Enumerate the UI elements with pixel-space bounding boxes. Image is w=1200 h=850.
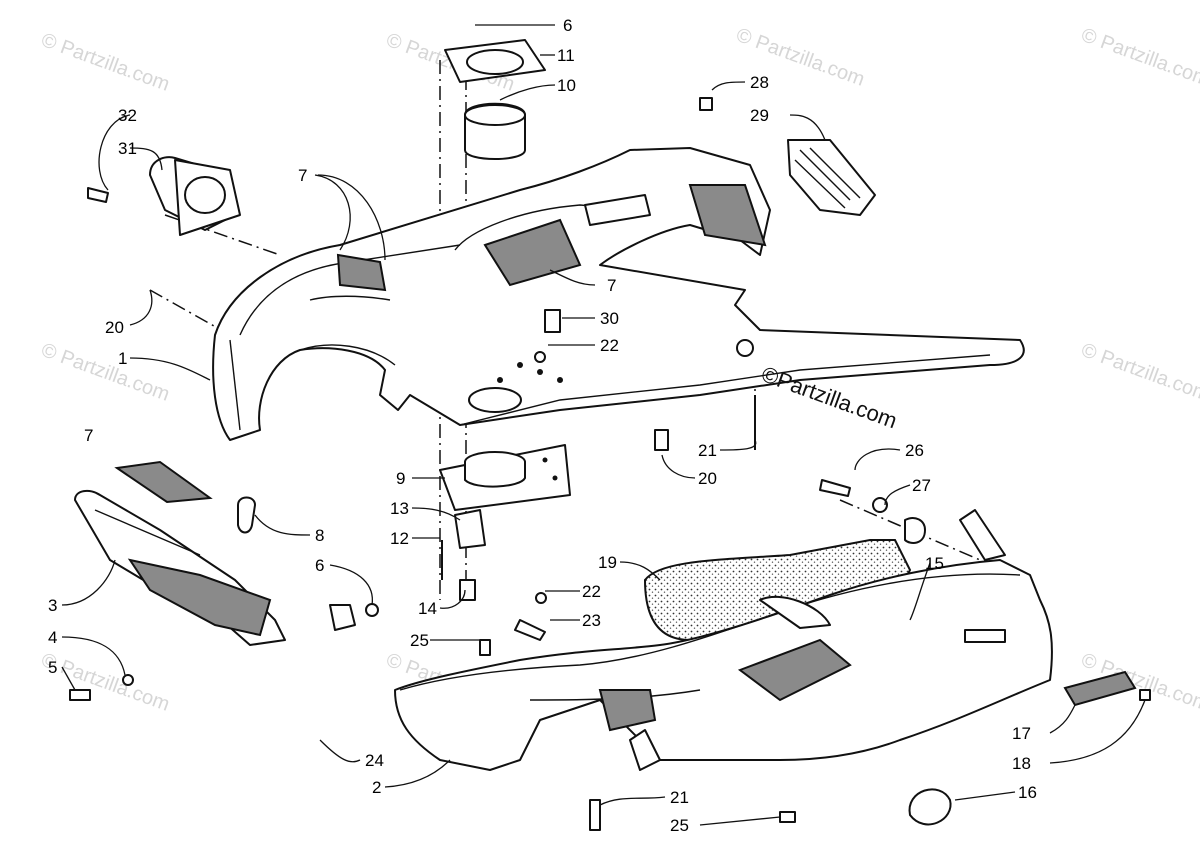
lower-plate [439, 444, 571, 511]
watermark-text: © Partzilla.com [38, 649, 172, 716]
small-parts-left [69, 460, 379, 701]
callout-label: 16 [1018, 783, 1037, 802]
vent-grille [699, 97, 876, 216]
callout-label: 25 [670, 816, 689, 835]
callout-label: 27 [912, 476, 931, 495]
callout-label: 13 [390, 499, 409, 518]
callout-label: 30 [600, 309, 619, 328]
boot-seal [444, 39, 546, 413]
callout-label: 12 [390, 529, 409, 548]
callout-label: 14 [418, 599, 437, 618]
callout-label: 7 [84, 426, 93, 445]
fasteners-center [441, 309, 926, 601]
callout-label: 20 [698, 469, 717, 488]
lower-right-parts [479, 592, 1151, 831]
callout-label: 23 [582, 611, 601, 630]
lower-tunnel-assembly [394, 509, 1053, 771]
callout-label: 5 [48, 658, 57, 677]
callout-label: 28 [750, 73, 769, 92]
callout-label: 1 [118, 349, 127, 368]
watermark-text: © Partzilla.com [38, 29, 172, 96]
callout-label: 10 [557, 76, 576, 95]
callout-labels: 6 11 10 28 29 32 31 7 7 20 1 30 22 21 20… [48, 16, 1037, 835]
callout-label: 22 [600, 336, 619, 355]
callout-label: 6 [563, 16, 572, 35]
leader-lines [61, 24, 1146, 826]
callout-label: 20 [105, 318, 124, 337]
callout-label: 9 [396, 469, 405, 488]
callout-label: 26 [905, 441, 924, 460]
callout-label: 25 [410, 631, 429, 650]
callout-label: 17 [1012, 724, 1031, 743]
callout-label: 15 [925, 554, 944, 573]
callout-label: 24 [365, 751, 384, 770]
watermark-text: © Partzilla.com [1078, 24, 1200, 91]
callout-label: 4 [48, 628, 57, 647]
callout-label: 8 [315, 526, 324, 545]
callout-label: 32 [118, 106, 137, 125]
air-intake [87, 156, 241, 236]
callout-label: 31 [118, 139, 137, 158]
callout-label: 18 [1012, 754, 1031, 773]
callout-label: 3 [48, 596, 57, 615]
callout-label: 7 [607, 276, 616, 295]
callout-label: 29 [750, 106, 769, 125]
callout-label: 22 [582, 582, 601, 601]
callout-label: 19 [598, 553, 617, 572]
callout-label: 21 [698, 441, 717, 460]
callout-label: 6 [315, 556, 324, 575]
belly-pan [212, 147, 1025, 441]
callout-label: 11 [557, 46, 575, 65]
callout-label: 7 [298, 166, 307, 185]
watermark-text: © Partzilla.com [1078, 339, 1200, 406]
callout-label: 2 [372, 778, 381, 797]
watermark-text: © Partzilla.com [38, 339, 172, 406]
callout-label: 21 [670, 788, 689, 807]
side-guard [74, 489, 286, 646]
